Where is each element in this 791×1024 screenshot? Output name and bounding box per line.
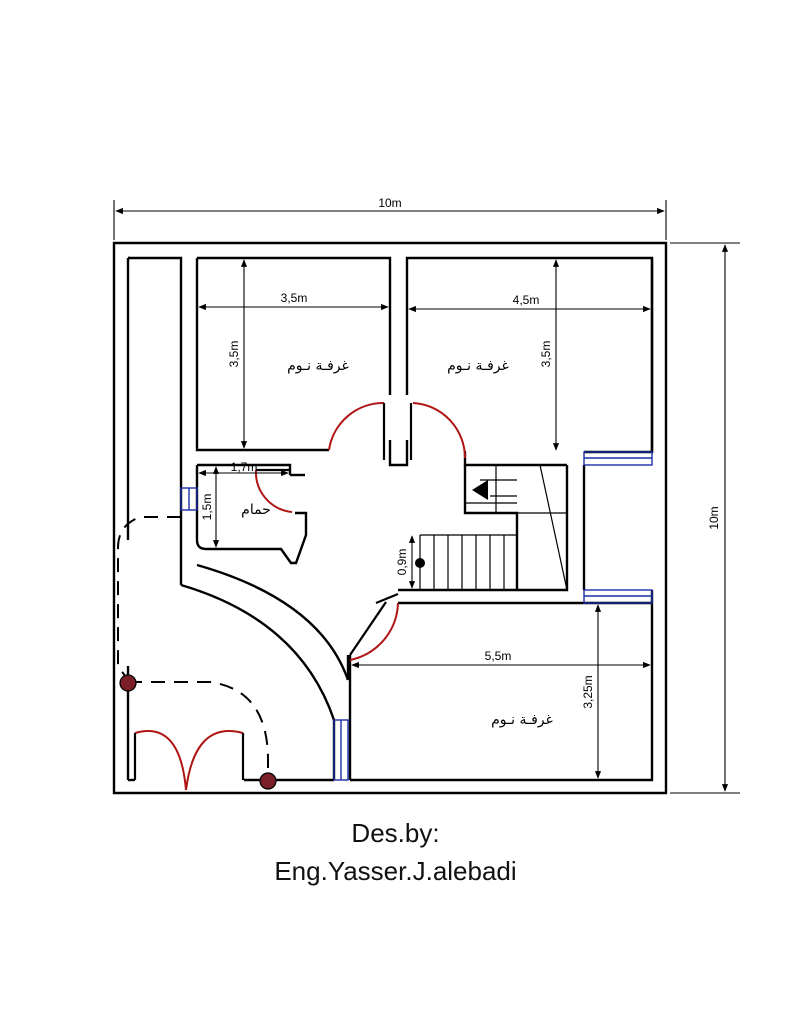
columns <box>119 674 277 790</box>
doors <box>133 401 467 791</box>
door-swing-bedroom1 <box>328 401 385 451</box>
designer-name: Eng.Yasser.J.alebadi <box>274 856 517 886</box>
dim-bedroom3-width: 5,5m <box>485 649 512 663</box>
room-label-bathroom: حمام <box>241 502 271 518</box>
dim-stair-width: 0,9m <box>395 549 409 576</box>
column-marker-icon <box>119 674 137 692</box>
room-label-bedroom1: غرفـة نـوم <box>287 358 349 374</box>
dim-bath-height: 1,5m <box>200 494 214 521</box>
designer-label: Des.by: <box>351 818 440 848</box>
door-swing-bathroom <box>254 469 293 513</box>
dim-bedroom2-width: 4,5m <box>513 293 540 307</box>
dim-bedroom2-height: 3,5m <box>539 341 553 368</box>
stair-direction-arrow-icon <box>472 480 488 500</box>
dim-overall-height: 10m <box>707 506 721 529</box>
dim-bedroom1-width: 3,5m <box>281 291 308 305</box>
dashed-guides <box>117 516 269 780</box>
dim-bedroom1-height: 3,5m <box>227 341 241 368</box>
dim-overall-width: 10m <box>378 196 401 210</box>
door-swing-bedroom3 <box>349 602 399 661</box>
windows <box>180 451 653 781</box>
room-label-bedroom3: غرفـة نـوم <box>491 712 553 728</box>
dimension-lines <box>113 200 740 794</box>
dim-bedroom3-height: 3,25m <box>581 675 595 708</box>
door-swing-bedroom2 <box>412 402 467 459</box>
staircase <box>415 465 517 591</box>
door-swing-entrance-left <box>134 730 187 791</box>
stair-post-icon <box>415 558 425 568</box>
column-marker-icon <box>259 772 277 790</box>
dim-bath-width: 1,7m <box>231 460 258 474</box>
room-label-bedroom2: غرفـة نـوم <box>447 358 509 374</box>
door-swing-entrance-right <box>185 730 244 791</box>
